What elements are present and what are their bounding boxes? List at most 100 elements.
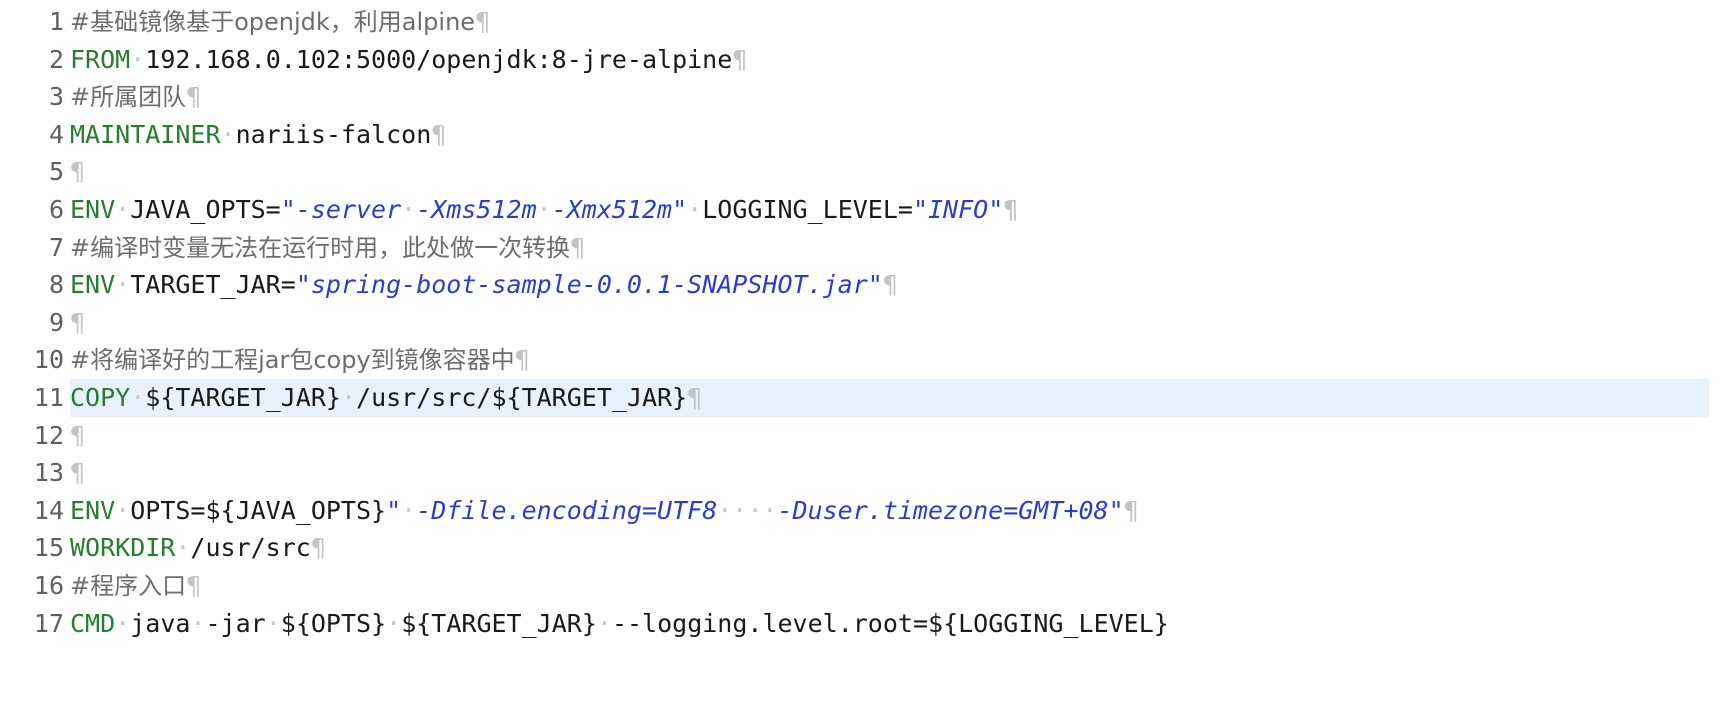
code-token: JAVA_OPTS= bbox=[130, 194, 281, 224]
pilcrow-marker: ¶ bbox=[1003, 194, 1019, 224]
keyword-token: MAINTAINER bbox=[70, 119, 221, 149]
line-content[interactable]: ENV·OPTS=${JAVA_OPTS}"·-Dfile.encoding=U… bbox=[70, 492, 1139, 530]
keyword-token: CMD bbox=[70, 608, 116, 638]
pilcrow-marker: ¶ bbox=[186, 570, 202, 600]
code-token: java bbox=[130, 608, 191, 638]
comment-token: #将编译好的工程jar包copy到镜像容器中 bbox=[70, 346, 515, 375]
code-line[interactable]: 16#程序入口¶ bbox=[0, 567, 1729, 605]
pilcrow-marker: ¶ bbox=[70, 458, 86, 488]
string-token: "INFO" bbox=[912, 194, 1004, 224]
line-content[interactable]: #所属团队¶ bbox=[70, 78, 201, 117]
line-number: 11 bbox=[33, 382, 64, 412]
line-number: 3 bbox=[48, 82, 64, 112]
keyword-token: ENV bbox=[70, 495, 116, 525]
string-token: "spring-boot-sample-0.0.1-SNAPSHOT.jar" bbox=[295, 270, 883, 300]
whitespace-marker: · bbox=[190, 608, 206, 638]
whitespace-marker: · bbox=[220, 119, 236, 149]
whitespace-marker: · bbox=[115, 194, 131, 224]
line-number: 12 bbox=[33, 420, 64, 450]
code-token: -jar bbox=[205, 608, 266, 638]
line-content[interactable]: #将编译好的工程jar包copy到镜像容器中¶ bbox=[70, 341, 530, 380]
line-content[interactable]: #程序入口¶ bbox=[70, 567, 201, 606]
line-content[interactable]: CMD·java·-jar·${OPTS}·${TARGET_JAR}·--lo… bbox=[70, 605, 1169, 643]
code-line[interactable]: 1#基础镜像基于openjdk，利用alpine¶ bbox=[0, 3, 1729, 41]
pilcrow-marker: ¶ bbox=[570, 232, 586, 262]
whitespace-marker: · bbox=[130, 382, 146, 412]
code-token: nariis-falcon bbox=[235, 119, 432, 149]
line-number: 14 bbox=[33, 495, 64, 525]
line-content[interactable]: FROM·192.168.0.102:5000/openjdk:8-jre-al… bbox=[70, 41, 747, 79]
code-token: 192.168.0.102:5000/openjdk:8-jre-alpine bbox=[145, 44, 733, 74]
line-number: 17 bbox=[33, 608, 64, 638]
code-line[interactable]: 13¶ bbox=[0, 454, 1729, 492]
whitespace-marker: · bbox=[340, 382, 357, 412]
comment-token: #所属团队 bbox=[70, 83, 187, 112]
code-token: /usr/src bbox=[190, 533, 311, 563]
code-token: ${OPTS} bbox=[280, 608, 387, 638]
line-content[interactable]: ENV·JAVA_OPTS="-server·-Xms512m·-Xmx512m… bbox=[70, 191, 1018, 229]
line-content[interactable]: ¶ bbox=[70, 417, 85, 455]
code-line[interactable]: 7#编译时变量无法在运行时用，此处做一次转换¶ bbox=[0, 229, 1729, 267]
whitespace-marker: · bbox=[401, 495, 417, 525]
line-content[interactable]: #编译时变量无法在运行时用，此处做一次转换¶ bbox=[70, 229, 585, 268]
line-number: 2 bbox=[48, 44, 64, 74]
whitespace-marker: · bbox=[115, 608, 131, 638]
pilcrow-marker: ¶ bbox=[70, 420, 86, 450]
line-number: 5 bbox=[48, 157, 64, 187]
code-line[interactable]: 12¶ bbox=[0, 417, 1729, 455]
code-line[interactable]: 10#将编译好的工程jar包copy到镜像容器中¶ bbox=[0, 341, 1729, 379]
string-token: " bbox=[386, 495, 402, 525]
line-content[interactable]: #基础镜像基于openjdk，利用alpine¶ bbox=[70, 3, 490, 42]
code-token: OPTS=${JAVA_OPTS} bbox=[130, 495, 387, 525]
line-number: 6 bbox=[48, 194, 64, 224]
line-content[interactable]: COPY·${TARGET_JAR}·/usr/src/${TARGET_JAR… bbox=[70, 379, 702, 417]
pilcrow-marker: ¶ bbox=[514, 345, 530, 375]
pilcrow-marker: ¶ bbox=[70, 157, 86, 187]
whitespace-marker: · bbox=[687, 194, 703, 224]
code-token: --logging.level.root=${LOGGING_LEVEL} bbox=[611, 608, 1169, 638]
line-content[interactable]: WORKDIR·/usr/src¶ bbox=[70, 529, 326, 567]
whitespace-marker: · bbox=[115, 495, 131, 525]
pilcrow-marker: ¶ bbox=[475, 7, 491, 36]
string-token: -Dfile.encoding=UTF8 bbox=[416, 495, 718, 525]
line-content[interactable]: ¶ bbox=[70, 153, 85, 191]
line-content[interactable]: ¶ bbox=[70, 304, 85, 342]
pilcrow-marker: ¶ bbox=[1123, 495, 1139, 525]
code-line[interactable]: 3#所属团队¶ bbox=[0, 78, 1729, 116]
keyword-token: FROM bbox=[70, 44, 131, 74]
string-token: -Duser.timezone=GMT+08" bbox=[777, 495, 1124, 525]
whitespace-marker: · bbox=[386, 608, 402, 638]
whitespace-marker: · bbox=[175, 533, 191, 563]
comment-token: #程序入口 bbox=[70, 571, 187, 600]
line-number: 7 bbox=[48, 232, 64, 262]
whitespace-marker: · bbox=[265, 608, 281, 638]
whitespace-marker: · bbox=[536, 194, 552, 224]
line-content[interactable]: MAINTAINER·nariis-falcon¶ bbox=[70, 116, 446, 154]
keyword-token: ENV bbox=[70, 270, 116, 300]
pilcrow-marker: ¶ bbox=[687, 382, 703, 412]
line-content[interactable]: ENV·TARGET_JAR="spring-boot-sample-0.0.1… bbox=[70, 266, 898, 304]
line-content[interactable]: ¶ bbox=[70, 454, 85, 492]
comment-token: #编译时变量无法在运行时用，此处做一次转换 bbox=[70, 233, 571, 262]
line-number: 8 bbox=[48, 270, 64, 300]
line-number: 1 bbox=[48, 7, 64, 36]
keyword-token: COPY bbox=[70, 382, 131, 412]
string-token: -Xms512m bbox=[416, 194, 537, 224]
whitespace-marker: · bbox=[130, 44, 146, 74]
code-line[interactable]: 9¶ bbox=[0, 304, 1729, 342]
code-line[interactable]: 5¶ bbox=[0, 153, 1729, 191]
pilcrow-marker: ¶ bbox=[310, 533, 326, 563]
code-token: TARGET_JAR= bbox=[130, 270, 296, 300]
code-token: ${TARGET_JAR} bbox=[401, 608, 597, 638]
pilcrow-marker: ¶ bbox=[732, 44, 748, 74]
line-number: 15 bbox=[33, 533, 64, 563]
